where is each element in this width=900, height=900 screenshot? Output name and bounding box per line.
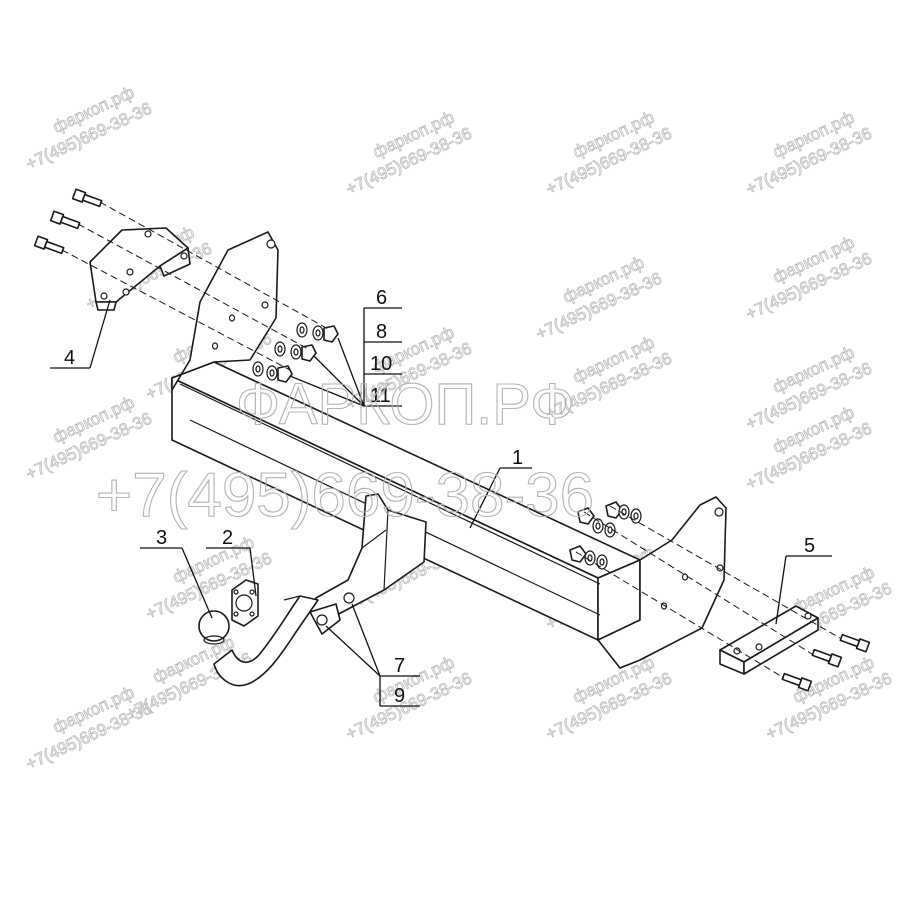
- watermark-phone: +7(495)669-38-36: [96, 461, 594, 530]
- bolts-right: [781, 633, 871, 692]
- watermark-main: ФАРКОП.РФ +7(495)669-38-36: [95, 371, 594, 530]
- watermark-tile: фаркоп.рф+7(495)669-38-36: [743, 107, 876, 199]
- watermark-tile: фаркоп.рф+7(495)669-38-36: [23, 682, 156, 774]
- callout-7: 7: [394, 655, 405, 677]
- watermark-tile: фаркоп.рф+7(495)669-38-36: [543, 107, 676, 199]
- callout-leaders: [50, 299, 832, 707]
- bolts-left: [33, 188, 103, 255]
- watermark-tile: фаркоп.рф+7(495)669-38-36: [763, 652, 896, 744]
- callout-8: 8: [376, 321, 387, 343]
- assembly-guide-lines: [61, 201, 841, 679]
- right-side-plate: [597, 496, 727, 669]
- watermark-tile: фаркоп.рф+7(495)669-38-36: [23, 82, 156, 174]
- part-3-tow-ball: [198, 595, 319, 687]
- watermark-site: ФАРКОП.РФ: [236, 372, 574, 437]
- watermark-tile: фаркоп.рф+7(495)669-38-36: [743, 232, 876, 324]
- watermark-tile: фаркоп.рф+7(495)669-38-36: [343, 107, 476, 199]
- part-4-left-bracket: [89, 227, 191, 311]
- callout-10: 10: [370, 353, 392, 375]
- callout-4: 4: [64, 347, 75, 369]
- callout-9: 9: [394, 685, 405, 707]
- watermark-tile: фаркоп.рф+7(495)669-38-36: [543, 652, 676, 744]
- callout-1: 1: [512, 447, 523, 469]
- watermark-tile: фаркоп.рф+7(495)669-38-36: [533, 252, 666, 344]
- callout-2: 2: [222, 527, 233, 549]
- part-5-right-bracket: [719, 605, 819, 675]
- callout-11: 11: [370, 385, 391, 407]
- callout-labels: 1 2 3 4 5 6 7 8 9 10 11: [64, 287, 815, 707]
- callout-3: 3: [156, 527, 167, 549]
- nuts-washers-left: [252, 322, 339, 383]
- callout-6: 6: [376, 287, 387, 309]
- callout-5: 5: [804, 535, 815, 557]
- tow-bracket: [309, 493, 427, 635]
- part-2-socket-plate: [231, 579, 259, 627]
- left-side-plate: [171, 231, 279, 391]
